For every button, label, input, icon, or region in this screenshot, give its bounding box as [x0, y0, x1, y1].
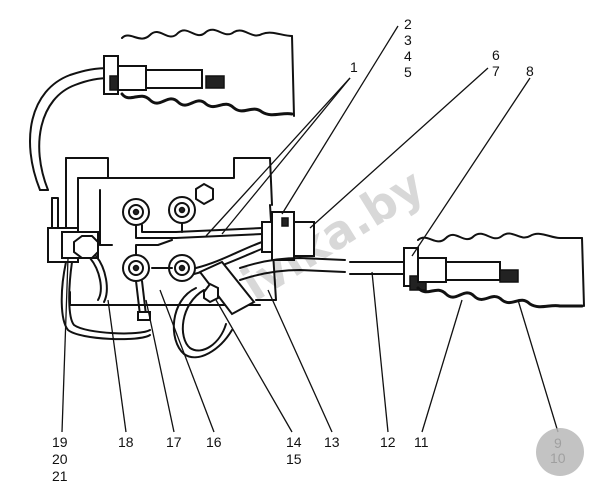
leader-lines	[61, 25, 559, 433]
label-4: 4	[404, 48, 412, 64]
label-16: 16	[206, 434, 222, 450]
label-17: 17	[166, 434, 182, 450]
banjo-bolt-top-right	[168, 196, 196, 224]
loop-hose	[172, 260, 256, 359]
union-nut	[73, 235, 99, 259]
label-5: 5	[404, 64, 412, 80]
right-hose-assembly	[403, 232, 585, 309]
banjo-bolts	[122, 196, 196, 282]
badge-circle	[536, 428, 584, 476]
label-19: 19	[52, 434, 68, 450]
banjo-bolt-bottom-left	[122, 254, 150, 282]
banjo-bolt-top-left	[122, 198, 150, 226]
label-2: 2	[404, 16, 412, 32]
hose-clamp	[198, 260, 256, 316]
label-12: 12	[380, 434, 396, 450]
label-21: 21	[52, 468, 68, 484]
badge-text: АГРО	[490, 447, 532, 463]
label-7: 7	[492, 63, 500, 79]
label-11: 11	[414, 434, 429, 450]
label-3: 3	[404, 32, 412, 48]
bolt-head-top	[195, 182, 214, 206]
agro-badge: АГРО	[490, 428, 584, 476]
left-strip	[51, 197, 59, 233]
left-tee-union	[47, 227, 151, 341]
bracket-frame	[65, 157, 277, 306]
clamp-nut	[203, 282, 219, 304]
label-6: 6	[492, 47, 500, 63]
label-1: 1	[350, 59, 358, 75]
hose-fitting	[261, 211, 315, 261]
label-8: 8	[526, 63, 534, 79]
label-13: 13	[324, 434, 340, 450]
label-15: 15	[286, 451, 302, 467]
inset-hose-assembly	[29, 28, 295, 191]
label-14: 14	[286, 434, 302, 450]
label-18: 18	[118, 434, 134, 450]
label-20: 20	[52, 451, 68, 467]
